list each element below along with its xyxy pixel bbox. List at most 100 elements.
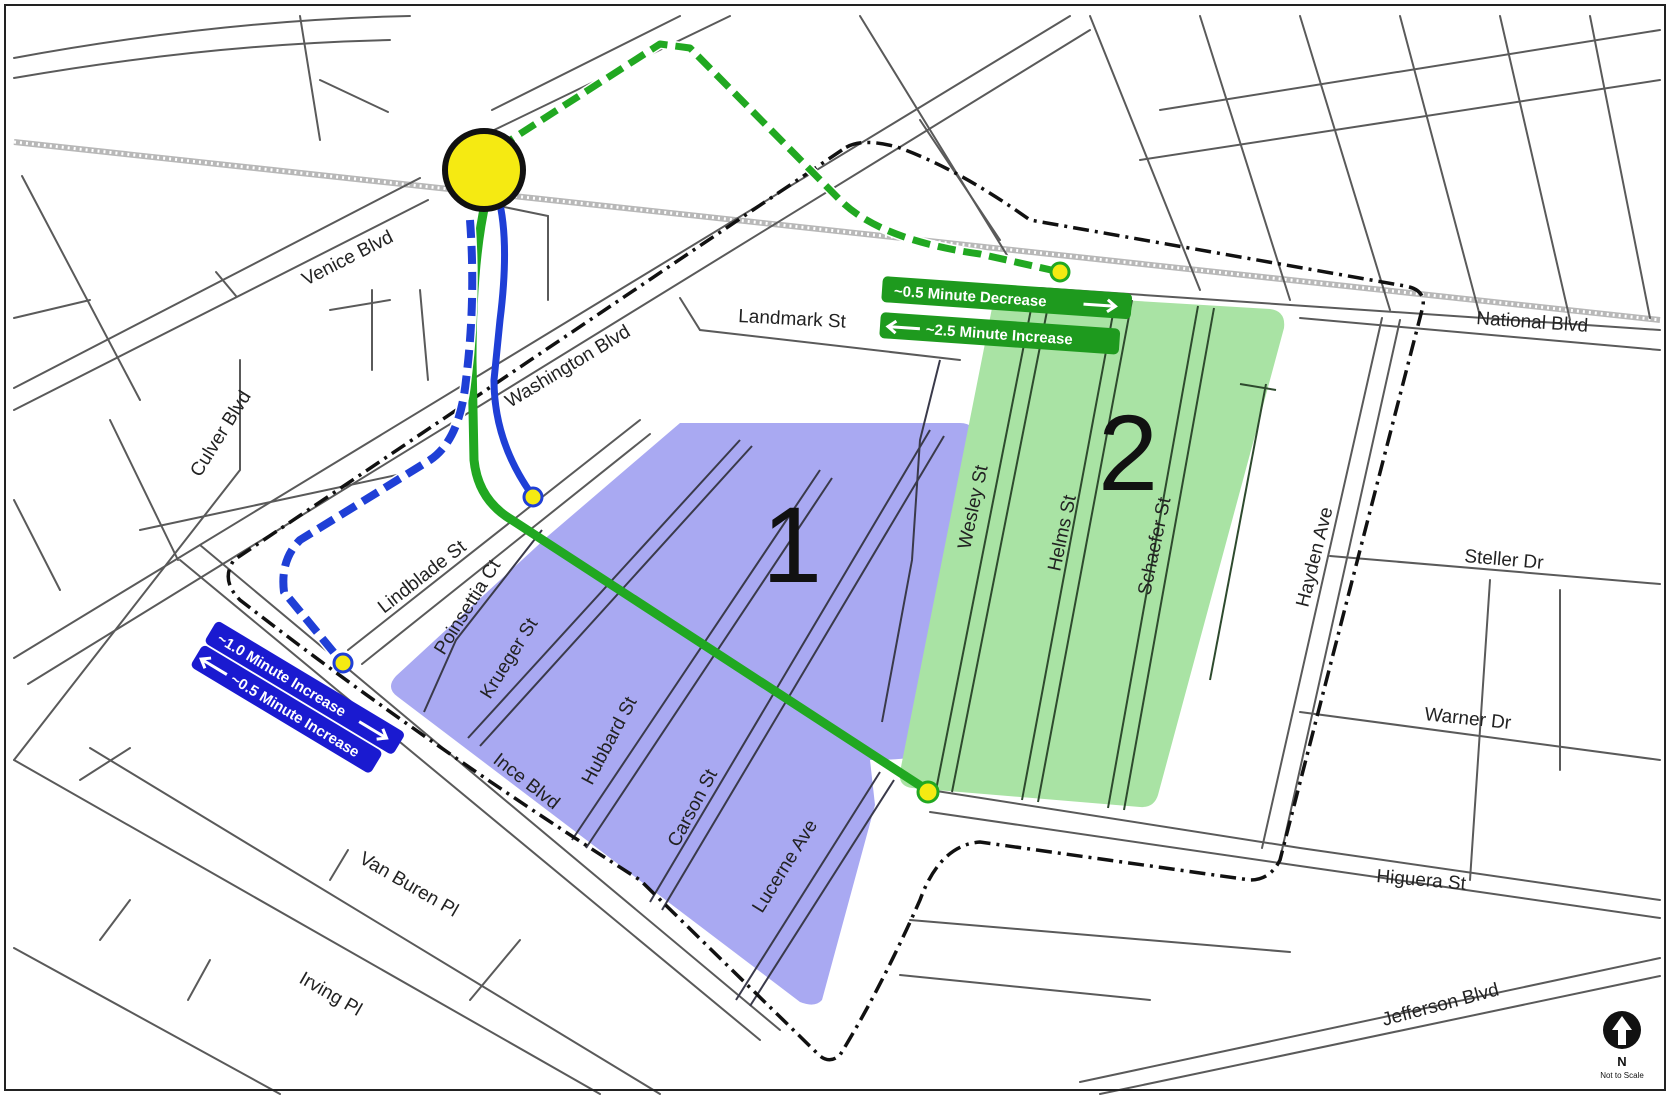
railroad <box>13 139 1661 323</box>
street-hubbard-b <box>585 477 833 849</box>
street-lucerne-b <box>749 779 895 1007</box>
street-se-1 <box>909 919 1291 953</box>
street-helms-b <box>1037 299 1133 803</box>
stop-blue-washington[interactable] <box>522 486 544 508</box>
street-nw-8 <box>215 271 237 297</box>
arrow-right-icon <box>358 720 389 741</box>
street-nw-4 <box>13 299 91 319</box>
street-krueger <box>467 439 741 739</box>
street-lindblade-b <box>361 433 651 665</box>
street-east-v2 <box>1469 579 1491 881</box>
street-wesley <box>881 359 941 723</box>
street-ne-h2 <box>1159 29 1661 111</box>
street-ne-v6 <box>1589 15 1651 319</box>
street-sw-2 <box>329 849 349 881</box>
street-venice-east-a <box>491 15 681 111</box>
street-ne-v3 <box>1299 15 1391 311</box>
street-venice-a <box>13 177 421 389</box>
street-se-2 <box>899 974 1151 1001</box>
service-area-boundary <box>226 140 1425 1062</box>
street-steller <box>1329 555 1661 585</box>
street-jefferson-b <box>1099 975 1661 1095</box>
arrow-right-icon <box>1083 298 1118 314</box>
street-carson <box>649 429 931 903</box>
street-wesley-z2-b <box>951 295 1051 793</box>
zone-2-area[interactable] <box>899 292 1285 808</box>
street-hayden-b <box>1281 319 1401 851</box>
street-hubbard <box>571 469 821 841</box>
street-z2-east <box>1209 383 1267 681</box>
street-top-left-curve-a <box>13 15 411 59</box>
street-ne-v1 <box>1089 15 1201 291</box>
street-ince-a <box>179 559 761 1041</box>
street-ne-v2 <box>1199 15 1291 301</box>
street-washington-b <box>27 29 1091 685</box>
street-top-left-curve-b <box>13 39 391 79</box>
street-sw-3 <box>99 899 131 941</box>
green-badge-group: ~0.5 Minute Decrease ~2.5 Minute Increas… <box>879 276 1133 355</box>
zone-1-label: 1 <box>762 484 822 605</box>
street-ince-b <box>199 544 781 1031</box>
street-ne-v4 <box>1399 15 1481 317</box>
street-nw-3 <box>319 79 389 113</box>
street-schaefer <box>1107 305 1199 809</box>
street-national-b <box>1299 317 1661 351</box>
street-higuera <box>929 789 1661 901</box>
street-sw-1 <box>79 747 131 781</box>
street-wesley-z2 <box>935 293 1035 791</box>
blue-route-dashed <box>279 219 477 663</box>
arrow-left-icon <box>199 656 228 676</box>
street-krueger-b <box>479 445 753 747</box>
street-washington-a <box>13 15 1071 659</box>
street-van-buren-b <box>89 747 661 1095</box>
street-national-a <box>1039 287 1661 331</box>
stop-green-higuera[interactable] <box>916 780 940 804</box>
street-landmark <box>679 297 961 361</box>
north-letter: N <box>1617 1054 1626 1069</box>
green-route-dashed-outline <box>495 39 1062 277</box>
blue-badge-group: ~1.0 Minute Increase ~0.5 Minute Increas… <box>191 621 404 773</box>
street-lucerne <box>735 771 881 1001</box>
street-lindblade <box>347 419 641 651</box>
street-z2-east-stub <box>1239 383 1277 391</box>
street-sw-4 <box>187 959 211 1001</box>
street-nw-6 <box>13 499 61 591</box>
street-nw-1 <box>21 175 141 401</box>
street-irving <box>13 947 281 1095</box>
street-hayden <box>1261 317 1383 849</box>
street-nw-2 <box>299 15 321 141</box>
street-helms <box>1021 297 1117 801</box>
street-ne-diag2 <box>919 119 1001 241</box>
green-badge-bottom <box>879 312 1121 355</box>
stop-blue-lindblade[interactable] <box>332 652 354 674</box>
zone-2-label: 2 <box>1098 392 1158 513</box>
street-schaefer-b <box>1123 307 1215 811</box>
map-frame <box>4 4 1666 1091</box>
transit-station[interactable] <box>442 128 526 212</box>
street-jefferson <box>1079 957 1661 1083</box>
street-nw-11 <box>419 289 429 381</box>
blue-route-solid <box>490 195 533 494</box>
arrow-left-icon <box>885 319 921 335</box>
street-nw-5 <box>139 469 421 531</box>
street-poinsettia <box>423 529 543 713</box>
north-scale-note: Not to Scale <box>1600 1071 1644 1080</box>
north-arrow-pointer <box>1612 1016 1632 1045</box>
street-venice-b <box>13 199 429 411</box>
zone-1-area[interactable] <box>390 423 976 1005</box>
street-culver <box>13 359 241 761</box>
street-nw-7 <box>109 419 179 561</box>
stop-green-national[interactable] <box>1049 261 1071 283</box>
green-badge-top <box>881 276 1133 320</box>
blue-badge-top <box>205 621 404 754</box>
blue-badge-bottom <box>191 645 382 773</box>
street-van-buren <box>13 759 601 1095</box>
street-ne-diag <box>859 15 1011 261</box>
street-ne-v5 <box>1499 15 1571 321</box>
street-higuera-b <box>929 811 1661 919</box>
street-ne-h1 <box>1139 79 1661 161</box>
street-carson-b <box>661 435 945 911</box>
street-nw-9 <box>329 299 391 311</box>
